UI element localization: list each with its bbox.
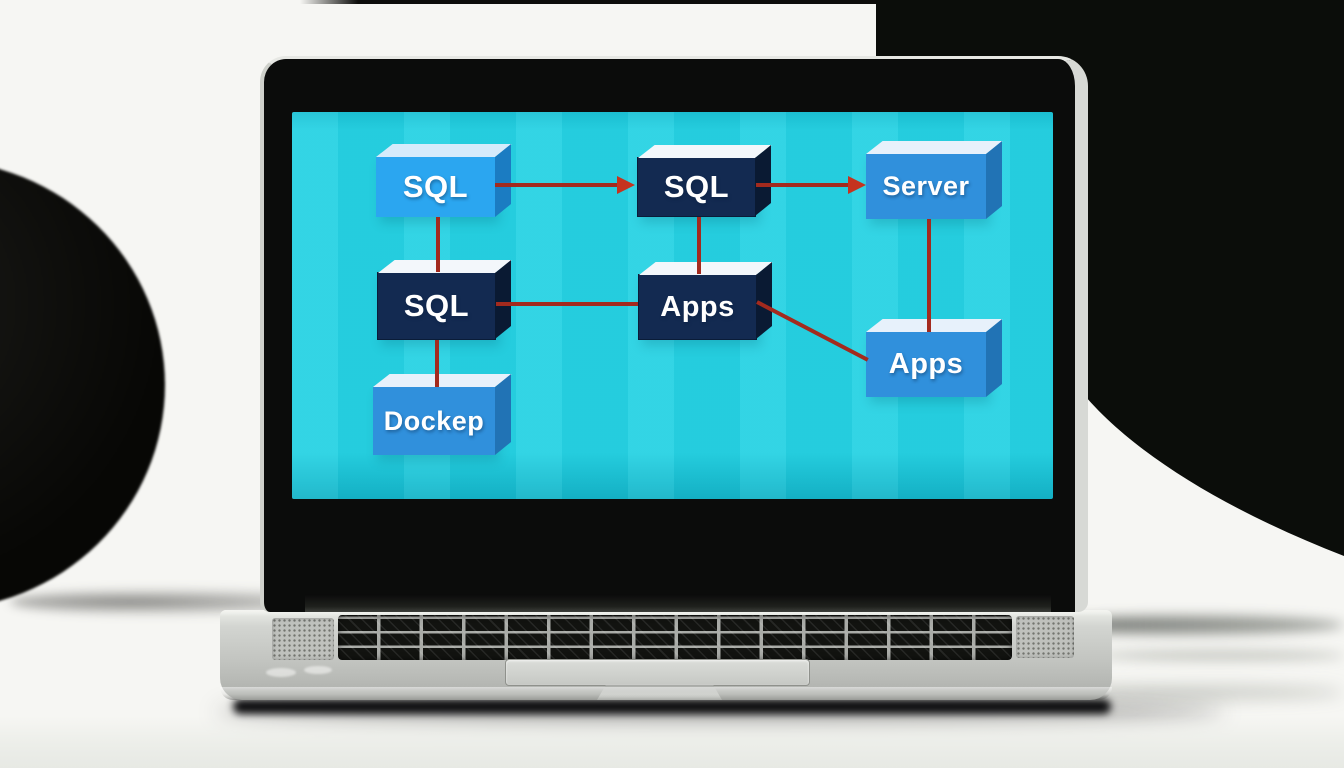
speaker-grille-left [272, 618, 334, 660]
table-front-edge [0, 716, 1344, 768]
base-front-edge [220, 687, 1112, 700]
laptop-shadow [233, 699, 1111, 714]
diagram-node-docker: Dockep [373, 387, 495, 455]
node-label: Server [882, 171, 970, 201]
node-label: Apps [888, 348, 964, 380]
node-label: SQL [403, 288, 470, 323]
edge-sqlmiddleleft-to-docker [435, 340, 439, 387]
laptop-base [220, 610, 1112, 700]
table-shadow-streak [1038, 686, 1344, 699]
diagram-node-sql-top-middle: SQL [637, 157, 756, 217]
diagram-node-server: Server [866, 154, 986, 219]
arrowhead-right-icon [617, 176, 635, 194]
diagram-node-sql-top-left: SQL [376, 157, 495, 217]
edge-sqltopleft-to-sqltopmiddle [495, 183, 617, 187]
edge-sqltopleft-to-sqlmiddleleft [436, 217, 440, 272]
node-label: Dockep [383, 405, 485, 436]
base-reflection [266, 668, 296, 677]
laptop-keyboard [338, 615, 1012, 660]
arrowhead-right-icon [848, 176, 866, 194]
diagram-node-apps-middle: Apps [638, 274, 757, 340]
edge-appsmiddle-to-appsright [756, 300, 869, 362]
edge-sqlmiddleleft-to-appsmiddle [496, 302, 638, 306]
edge-server-to-appsright [927, 219, 931, 332]
node-label: SQL [663, 169, 730, 204]
node-label: SQL [402, 169, 469, 204]
table-shadow-streak [1096, 650, 1344, 661]
base-reflection [304, 666, 332, 674]
laptop-trackpad [505, 659, 810, 686]
background-top-edge-shape [300, 0, 880, 4]
laptop-screen: SQL SQL Server SQL Apps Apps Dockep [292, 112, 1053, 499]
base-highlight [220, 610, 1112, 616]
edge-sqltopmiddle-to-server [756, 183, 848, 187]
edge-sqltopmiddle-to-appsmiddle [697, 217, 701, 274]
diagram-node-sql-middle-left: SQL [377, 272, 496, 340]
speaker-grille-right [1016, 616, 1074, 658]
diagram-node-apps-right: Apps [866, 332, 986, 397]
laptop-hinge [304, 594, 1051, 612]
node-label: Apps [660, 290, 735, 323]
